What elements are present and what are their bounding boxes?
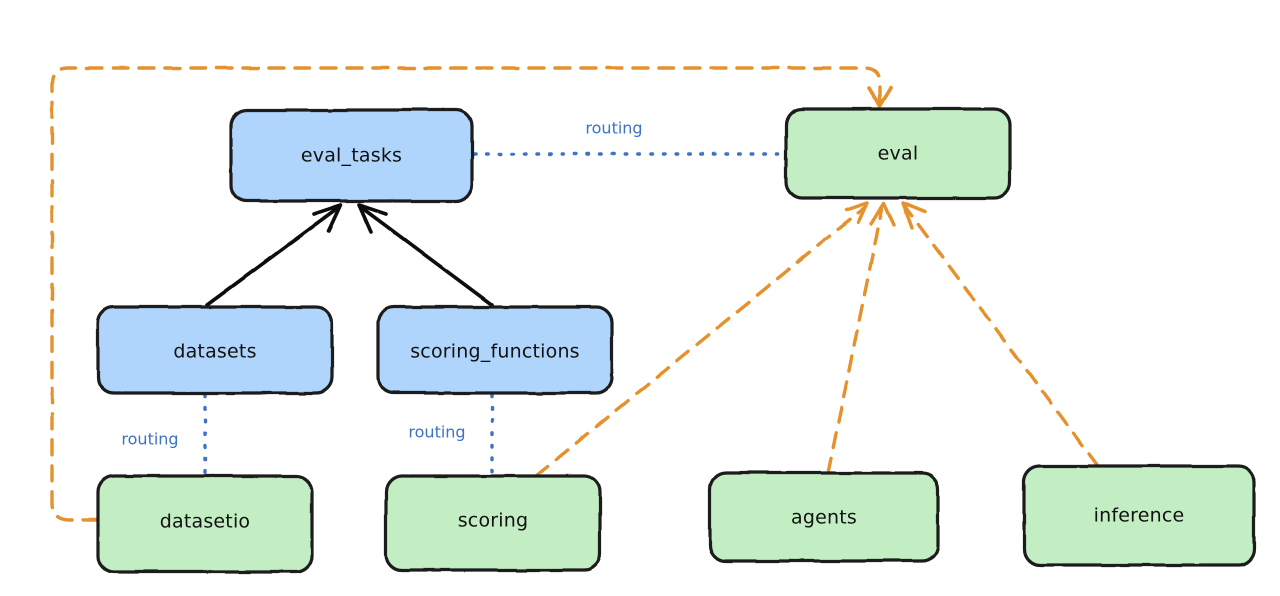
node-inference[interactable]: inference	[1022, 464, 1256, 567]
edge-label-routing-datasets-datasetio: routing	[121, 430, 178, 449]
node-label-datasetio: datasetio	[160, 511, 251, 533]
edge-inference-to-eval	[901, 201, 1100, 468]
node-scoring[interactable]: scoring	[384, 474, 602, 572]
edge-label-routing-scoring-functions-scoring: routing	[408, 423, 465, 442]
edge-datasetio-to-eval	[50, 66, 893, 522]
node-datasets[interactable]: datasets	[96, 305, 334, 395]
node-eval_tasks[interactable]: eval_tasks	[229, 108, 474, 203]
node-label-scoring: scoring	[458, 510, 529, 532]
node-label-eval: eval	[878, 143, 919, 165]
edge-agents-to-eval	[826, 201, 896, 475]
edges-layer	[50, 66, 1100, 522]
node-datasetio[interactable]: datasetio	[96, 474, 314, 574]
edge-scoring_functions-to-eval_tasks	[357, 203, 494, 307]
node-agents[interactable]: agents	[708, 471, 940, 563]
node-label-agents: agents	[791, 507, 857, 529]
node-label-datasets: datasets	[173, 341, 256, 363]
nodes-layer: eval_tasks eval datasets scoring_functio…	[96, 107, 1256, 574]
edge-scoring-to-eval	[534, 201, 869, 478]
edge-label-routing-eval-tasks-eval: routing	[585, 119, 642, 138]
node-label-scoring_functions: scoring_functions	[410, 341, 580, 363]
edge-datasets-to-eval_tasks	[205, 203, 343, 307]
edge-labels-layer: routing routing routing	[121, 119, 642, 449]
node-label-eval_tasks: eval_tasks	[301, 145, 402, 167]
node-eval[interactable]: eval	[784, 107, 1012, 200]
node-scoring_functions[interactable]: scoring_functions	[376, 305, 614, 395]
node-label-inference: inference	[1094, 505, 1185, 527]
